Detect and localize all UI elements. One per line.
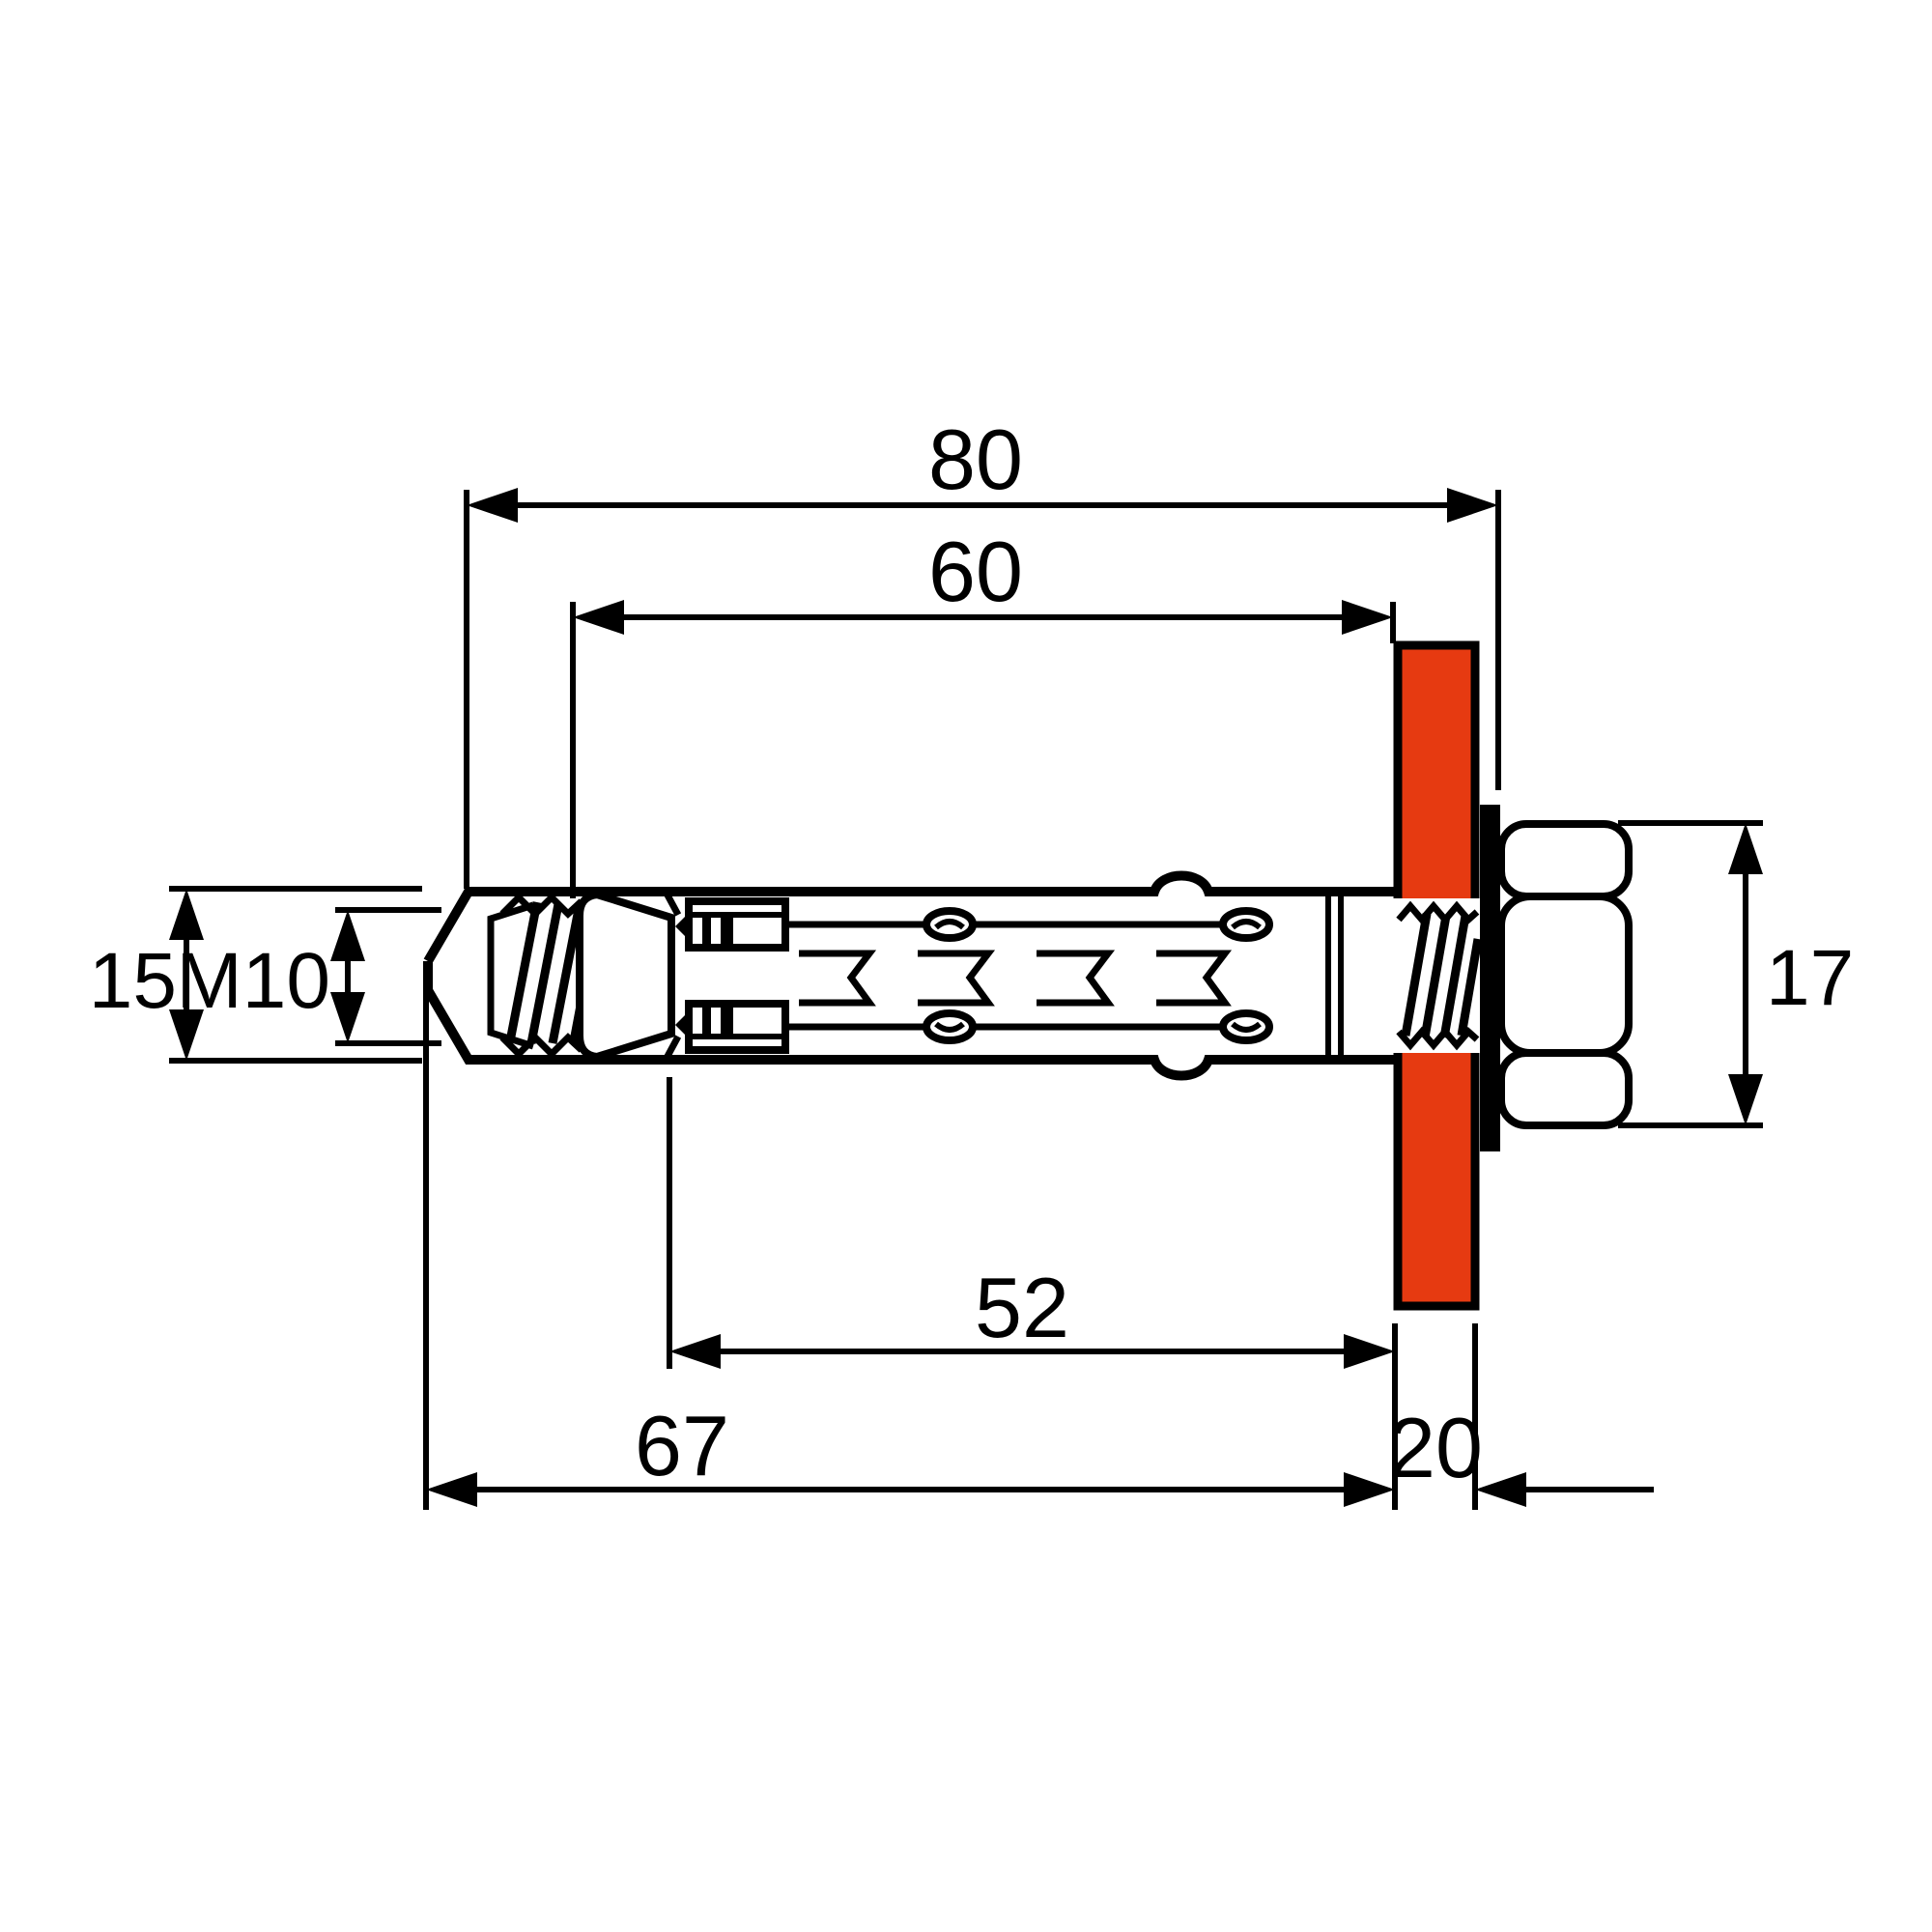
dim-67-label: 67 (635, 1398, 729, 1493)
slot-end-lens (934, 919, 965, 930)
dim-17-label: 17 (1766, 934, 1854, 1022)
sleeve-slot-ends (923, 907, 1273, 1044)
embedded-thread-bottom-crest (1396, 1026, 1480, 1051)
slot-end-lens (934, 1021, 965, 1033)
chevron-slit (918, 950, 996, 1007)
hex-nut-middle-facet (1497, 893, 1633, 1057)
anchor-outline-top (423, 870, 1398, 964)
embedded-thread-section (1396, 900, 1483, 1051)
dim-52-arrow-left (669, 1334, 721, 1369)
embedded-thread-flanks (1401, 913, 1483, 1038)
tip-thread-top-crest (499, 893, 584, 919)
dim-20-arrow-left (1475, 1472, 1526, 1507)
dim-17-arrow-down (1728, 1074, 1763, 1125)
hex-nut-bottom-facet (1497, 1049, 1633, 1129)
dim-80-arrow-left (467, 488, 518, 523)
sleeve-end-collar (1325, 894, 1344, 1058)
slot-end-lens (1231, 1021, 1262, 1033)
dimension-nut-width: 17 (1618, 820, 1854, 1128)
sleeve-clip-lower-bar1 (702, 1004, 711, 1037)
tip-thread-flanks (505, 901, 604, 1044)
washer (1480, 805, 1500, 1151)
dim-20-label: 20 (1388, 1400, 1483, 1495)
dim-m10-label: M10 (176, 937, 330, 1025)
dim-m10-arrow-down (330, 992, 365, 1043)
sleeve-clip-upper-bar2 (721, 915, 733, 948)
dim-60-label: 60 (928, 524, 1023, 619)
chevron-slit (799, 950, 877, 1007)
dimension-fixture-thickness: 20 (1388, 1323, 1654, 1510)
dim-52-label: 52 (975, 1260, 1069, 1355)
dim-15-label: 15 (89, 937, 177, 1025)
dim-17-arrow-up (1728, 823, 1763, 874)
hex-nut-top-facet (1497, 820, 1633, 900)
sleeve-clip-upper (675, 897, 789, 952)
dim-15-arrow-up (169, 889, 204, 940)
sleeve-clip-lower (675, 1000, 789, 1054)
dimension-thread-size: M10 (176, 907, 441, 1046)
dimension-drill-diameter: 15 (89, 886, 422, 1064)
dim-60-arrow-left (573, 600, 624, 635)
dim-67-arrow-left (426, 1472, 477, 1507)
dim-80-arrow-right (1447, 488, 1498, 523)
expander-cone (576, 890, 675, 1062)
dim-m10-arrow-up (330, 910, 365, 961)
hex-nut (1497, 820, 1633, 1129)
dimension-body-length: 60 (570, 524, 1396, 898)
chevron-slit (1156, 950, 1233, 1007)
dimension-sleeve-length: 52 (667, 1077, 1395, 1369)
dim-52-arrow-right (1344, 1334, 1395, 1369)
dim-80-label: 80 (928, 412, 1023, 507)
sleeve-clip-lower-bar2 (721, 1004, 733, 1037)
dimension-overall-length: 80 (464, 412, 1501, 889)
chevron-slit (1037, 950, 1116, 1007)
dimension-anchor-depth: 67 (423, 985, 1395, 1510)
sleeve-clip-upper-bar1 (702, 915, 711, 948)
dim-15-arrow-down (169, 1009, 204, 1061)
dim-67-arrow-right (1344, 1472, 1395, 1507)
anchor-body (423, 870, 1398, 1081)
slot-end-lens (1231, 919, 1262, 930)
anchor-outline-bottom (423, 987, 1398, 1081)
sleeve-chevron-slits (799, 950, 1233, 1007)
dim-60-arrow-right (1342, 600, 1393, 635)
sleeve-leading-chamfer (661, 888, 682, 1064)
